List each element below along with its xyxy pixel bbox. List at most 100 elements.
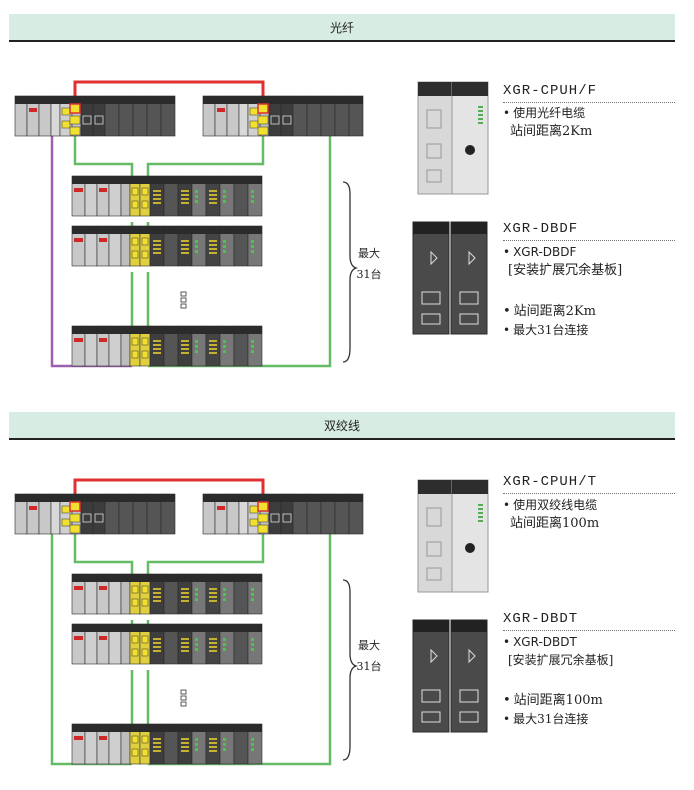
title-underline — [503, 630, 675, 631]
module-label — [99, 238, 107, 242]
port-icon — [141, 337, 149, 346]
terminal-bar — [153, 750, 161, 752]
terminal-bar — [209, 194, 217, 196]
port-icon — [141, 585, 149, 594]
module-top — [121, 724, 130, 732]
module-top — [234, 176, 248, 184]
terminal-bar — [181, 348, 189, 350]
terminal-bar — [153, 202, 161, 204]
product-title-cpuh-t: XGR-CPUH/T — [503, 474, 598, 490]
module-label — [99, 188, 107, 192]
module-body — [412, 619, 450, 733]
module-top — [39, 96, 51, 104]
plc-rack — [71, 723, 263, 765]
module-top — [234, 226, 248, 234]
module-top — [60, 494, 72, 502]
port-icon — [69, 524, 81, 534]
module-top — [105, 494, 119, 502]
terminal-bar — [153, 642, 161, 644]
module-label — [99, 586, 107, 590]
spec-line: 使用双绞线电缆 — [503, 497, 597, 514]
spec-line: [安装扩展冗余基板] — [508, 653, 614, 667]
brace-icon — [342, 181, 359, 363]
port-icon — [131, 187, 139, 196]
module-top — [192, 176, 206, 184]
led-icon — [478, 106, 483, 108]
module-body — [417, 479, 453, 593]
module-top — [39, 494, 51, 502]
connector-icon — [426, 169, 442, 183]
module-top — [130, 724, 140, 732]
terminal-bar — [209, 592, 217, 594]
module-top — [140, 226, 150, 234]
led-icon — [195, 638, 198, 641]
terminal-bar — [209, 650, 217, 652]
module-top — [140, 724, 150, 732]
module-label — [217, 108, 225, 112]
module-label — [74, 188, 83, 192]
module-top — [72, 326, 85, 334]
connector-icon — [426, 143, 442, 159]
arrow-icon — [468, 250, 476, 266]
terminal-bar — [153, 650, 161, 652]
arrow-icon — [430, 250, 438, 266]
terminal-bar — [209, 244, 217, 246]
module-label — [99, 736, 107, 740]
module-top — [140, 176, 150, 184]
led-icon — [251, 190, 254, 193]
led-icon — [478, 520, 483, 522]
brace-icon — [342, 579, 359, 761]
led-icon — [223, 738, 226, 741]
spec-line: 站间距离100m — [510, 516, 600, 531]
led-icon — [223, 748, 226, 751]
port-icon — [61, 505, 71, 514]
module-label — [29, 506, 37, 510]
module-top — [164, 176, 178, 184]
module-top — [192, 624, 206, 632]
redundancy-link — [73, 478, 265, 504]
connector-icon — [94, 115, 104, 125]
module-top — [248, 176, 262, 184]
led-icon — [223, 648, 226, 651]
port-icon — [131, 250, 139, 259]
module-top — [130, 574, 140, 582]
port-icon — [141, 187, 149, 196]
connector-icon — [459, 711, 479, 723]
module-top — [293, 96, 307, 104]
terminal-bar — [153, 190, 161, 192]
port-icon — [141, 635, 149, 644]
terminal-bar — [181, 642, 189, 644]
led-icon — [195, 748, 198, 751]
led-icon — [251, 748, 254, 751]
module-top — [72, 96, 81, 104]
module-body — [451, 479, 489, 593]
led-icon — [223, 200, 226, 203]
port-icon — [69, 103, 81, 114]
terminal-bar — [209, 642, 217, 644]
module-top — [203, 494, 215, 502]
plc-rack — [202, 95, 364, 137]
terminal-bar — [181, 588, 189, 590]
module-top — [215, 494, 227, 502]
module-top — [85, 724, 97, 732]
port-icon — [257, 501, 269, 512]
led-icon — [195, 593, 198, 596]
terminal-bar — [153, 746, 161, 748]
terminal-bar — [153, 742, 161, 744]
module-top — [281, 494, 293, 502]
module-top — [97, 574, 109, 582]
port-icon — [131, 748, 139, 757]
port-icon — [257, 115, 269, 125]
led-icon — [223, 240, 226, 243]
module-top — [60, 96, 72, 104]
module-top — [248, 574, 262, 582]
module-body — [450, 221, 488, 335]
terminal-bar — [181, 190, 189, 192]
led-icon — [478, 118, 483, 120]
module-top — [119, 494, 133, 502]
terminal-bar — [209, 190, 217, 192]
terminal-bar — [153, 340, 161, 342]
spec-line: 站间距离2Km — [503, 303, 596, 320]
module-top — [220, 326, 234, 334]
led-icon — [195, 195, 198, 198]
